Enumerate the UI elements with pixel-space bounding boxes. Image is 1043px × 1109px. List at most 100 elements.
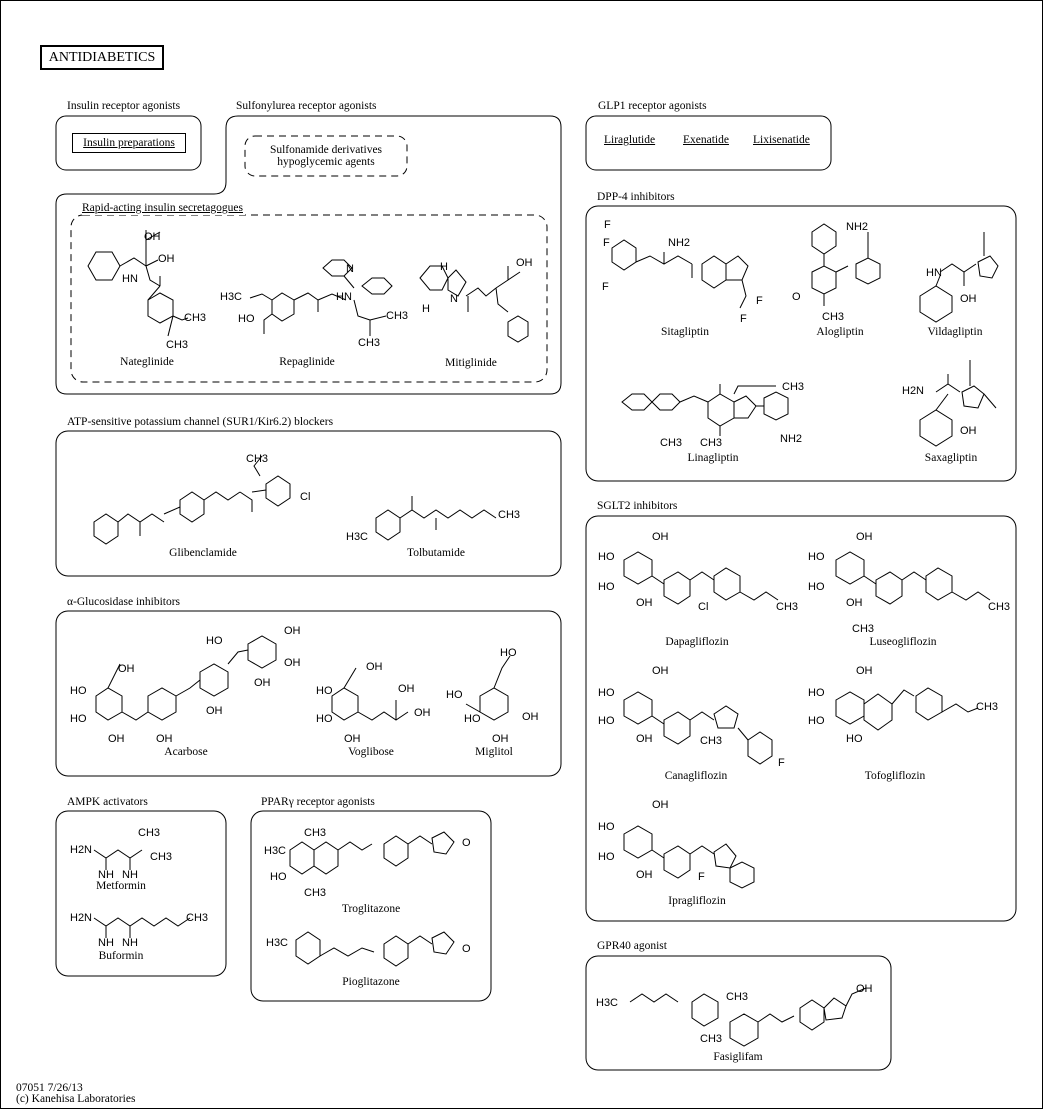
atom-label: OH [516,257,533,269]
group-label-gpr40: GPR40 agonist [597,940,667,952]
drug-dapagliflozin[interactable]: Dapagliflozin [665,636,729,648]
atom-label: F [740,313,747,325]
atom-label: CH3 [988,601,1010,613]
atom-label: HO [598,715,615,727]
liraglutide-link[interactable]: Liraglutide [604,134,656,146]
atom-label: HO [70,685,87,697]
mitiglinide-structure [419,265,529,343]
atom-label: CH3 [976,701,998,713]
lixisenatide-link[interactable]: Lixisenatide [753,134,810,146]
atom-label: CH3 [150,851,172,863]
atom-label: F [602,281,609,293]
drug-luseogliflozin[interactable]: Luseogliflozin [869,636,937,648]
atom-label: OH [118,663,135,675]
group-label-ampk: AMPK activators [67,796,148,808]
exenatide-link[interactable]: Exenatide [683,134,729,146]
insulin-preparations-link[interactable]: Insulin preparations [72,133,186,153]
atom-label: H [422,303,430,315]
atom-label: CH3 [386,310,408,322]
atom-label: HO [70,713,87,725]
atom-label: CH3 [498,509,520,521]
drug-repaglinide[interactable]: Repaglinide [279,356,335,368]
atom-label: O [792,291,801,303]
atom-label: O [462,837,471,849]
drug-voglibose[interactable]: Voglibose [348,746,394,758]
atom-label: OH [636,597,653,609]
gpr40-box [585,955,892,1071]
atom-label: CH3 [782,381,804,393]
atom-label: Cl [300,491,310,503]
drug-nateglinide[interactable]: Nateglinide [120,356,174,368]
metformin-structure [93,849,143,870]
drug-troglitazone[interactable]: Troglitazone [341,903,401,915]
alogliptin-structure [811,223,881,306]
atom-label: OH [158,253,175,265]
atom-label: HO [270,871,287,883]
drug-glibenclamide[interactable]: Glibenclamide [169,547,237,559]
atom-label: Cl [698,601,708,613]
sulfonylurea-box [55,115,562,395]
drug-ipragliflozin[interactable]: Ipragliflozin [668,895,726,907]
atom-label: OH [398,683,415,695]
group-label-rapid-acting[interactable]: Rapid-acting insulin secretagogues [82,202,245,215]
miglitol-structure [465,655,511,721]
drug-canagliflozin[interactable]: Canagliflozin [664,770,728,782]
drug-acarbose[interactable]: Acarbose [164,746,208,758]
atom-label: HO [206,635,223,647]
atom-label: CH3 [358,337,380,349]
saxagliptin-structure [919,360,997,447]
atom-label: N [346,263,354,275]
dapagliflozin-structure [623,551,779,605]
drug-tolbutamide[interactable]: Tolbutamide [407,547,465,559]
sulfonamide-link[interactable]: Sulfonamide derivatives hypoglycemic age… [245,136,407,176]
group-label-dpp4: DPP-4 inhibitors [597,191,675,203]
group-label-glp1: GLP1 receptor agonists [598,100,707,112]
pioglitazone-structure [295,931,455,967]
atom-label: CH3 [852,623,874,635]
footer-copyright: (c) Kanehisa Laboratories [16,1093,136,1105]
fasiglifam-structure [629,987,867,1047]
atom-label: OH [856,983,873,995]
dpp4-box [585,205,1017,482]
atom-label: HN [122,273,138,285]
ppar-box [250,810,492,1002]
atom-label: CH3 [166,339,188,351]
drug-mitiglinide[interactable]: Mitiglinide [445,357,497,369]
drug-alogliptin[interactable]: Alogliptin [816,326,864,338]
drug-vildagliptin[interactable]: Vildagliptin [927,326,983,338]
atom-label: CH3 [184,312,206,324]
atom-label: NH2 [668,237,690,249]
atom-label: HO [464,713,481,725]
alpha-glucosidase-box [55,610,562,777]
drug-fasiglifam[interactable]: Fasiglifam [713,1051,763,1063]
buformin-structure [93,917,191,938]
atom-label: OH [492,733,509,745]
drug-metformin[interactable]: Metformin [96,880,146,892]
drug-saxagliptin[interactable]: Saxagliptin [924,452,978,464]
drug-linagliptin[interactable]: Linagliptin [687,452,739,464]
drug-tofogliflozin[interactable]: Tofogliflozin [864,770,926,782]
atom-label: CH3 [700,437,722,449]
drug-pioglitazone[interactable]: Pioglitazone [342,976,400,988]
sglt2-box [585,515,1017,922]
drug-buformin[interactable]: Buformin [98,950,144,962]
atom-label: O [462,943,471,955]
atom-label: OH [206,705,223,717]
atom-label: HO [808,687,825,699]
drug-sitagliptin[interactable]: Sitagliptin [661,326,709,338]
atom-label: CH3 [776,601,798,613]
atom-label: NH [98,869,114,881]
atom-label: HO [808,551,825,563]
atom-label: OH [856,531,873,543]
atom-label: OH [284,625,301,637]
nateglinide-structure [87,230,189,337]
insulin-receptor-box [55,115,202,171]
atom-label: H2N [70,844,92,856]
atom-label: OH [856,665,873,677]
atom-label: NH [122,869,138,881]
atom-label: OH [636,869,653,881]
atom-label: NH [122,937,138,949]
drug-miglitol[interactable]: Miglitol [475,746,513,758]
atom-label: CH3 [304,887,326,899]
